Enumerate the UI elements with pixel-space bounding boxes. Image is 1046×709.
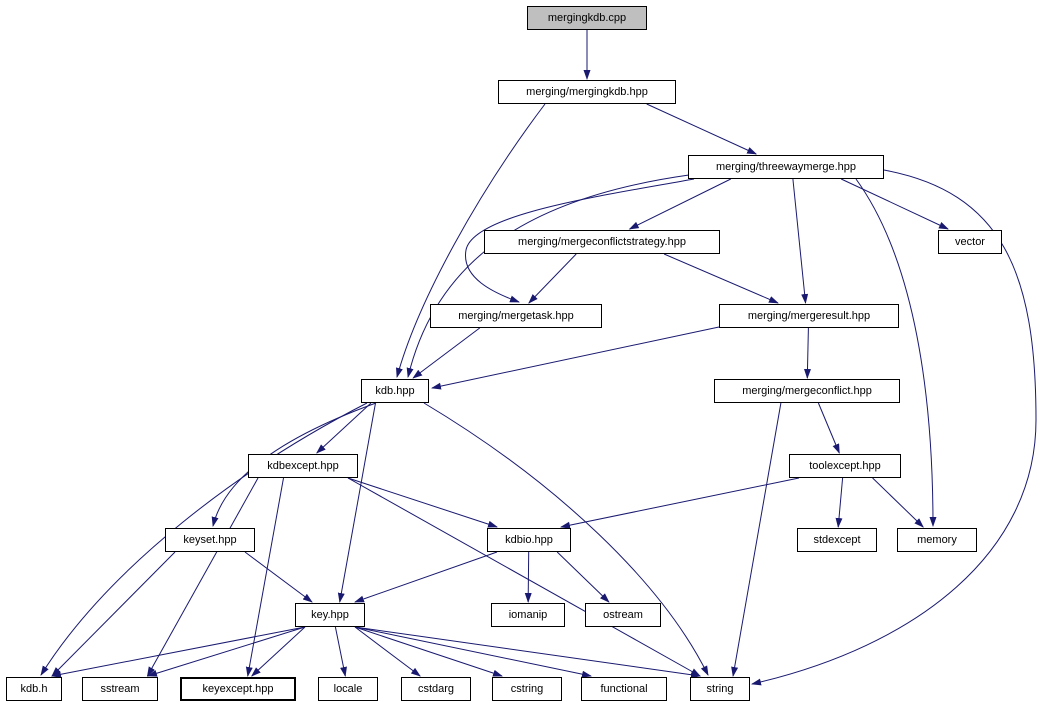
graph-node-cstring: cstring — [492, 677, 562, 701]
include-edge-kdb-hpp--kdb-h — [40, 402, 368, 676]
include-edge-key-hpp--locale — [334, 626, 347, 677]
graph-node-vector: vector — [938, 230, 1002, 254]
include-edge-keyset-hpp--key-hpp — [244, 551, 313, 603]
graph-node-threewaymerge-hpp[interactable]: merging/threewaymerge.hpp — [688, 155, 884, 179]
include-edge-threewaymerge-hpp--vector — [840, 178, 949, 230]
include-edge-mergeconflictstrategy-hpp--mergeresult-hpp — [663, 253, 779, 304]
graph-node-mergingkdb-cpp: mergingkdb.cpp — [527, 6, 647, 30]
graph-node-kdbio-hpp[interactable]: kdbio.hpp — [487, 528, 571, 552]
include-edge-key-hpp--keyexcept-hpp — [251, 626, 306, 677]
graph-node-key-hpp[interactable]: key.hpp — [295, 603, 365, 627]
include-edge-threewaymerge-hpp--kdb-hpp — [406, 174, 690, 378]
include-edge-mergingkdb-hpp--kdb-hpp — [395, 103, 546, 378]
include-edge-kdb-hpp--string — [423, 402, 709, 676]
graph-node-string: string — [690, 677, 750, 701]
graph-node-stdexcept: stdexcept — [797, 528, 877, 552]
graph-node-locale: locale — [318, 677, 378, 701]
graph-node-keyset-hpp[interactable]: keyset.hpp — [165, 528, 255, 552]
include-edge-kdb-hpp--key-hpp — [337, 402, 376, 603]
include-edge-kdb-hpp--kdbexcept-hpp — [316, 402, 372, 454]
include-edge-mergeresult-hpp--mergeconflict-hpp — [803, 327, 811, 379]
graph-node-toolexcept-hpp[interactable]: toolexcept.hpp — [789, 454, 901, 478]
include-edge-mergeconflict-hpp--string — [731, 402, 782, 677]
include-edge-keyset-hpp--kdb-h — [51, 551, 176, 677]
include-edge-threewaymerge-hpp--memory — [855, 178, 937, 527]
graph-node-mergeresult-hpp[interactable]: merging/mergeresult.hpp — [719, 304, 899, 328]
graph-node-functional: functional — [581, 677, 667, 701]
graph-node-kdb-h[interactable]: kdb.h — [6, 677, 62, 701]
include-edge-kdbexcept-hpp--sstream — [146, 477, 259, 677]
graph-node-sstream: sstream — [82, 677, 158, 701]
graph-node-mergingkdb-hpp[interactable]: merging/mergingkdb.hpp — [498, 80, 676, 104]
include-edge-threewaymerge-hpp--mergetask-hpp — [465, 178, 695, 303]
graph-node-kdb-hpp[interactable]: kdb.hpp — [361, 379, 429, 403]
graph-node-cstdarg: cstdarg — [401, 677, 471, 701]
include-edge-key-hpp--sstream — [147, 626, 306, 677]
include-edge-kdbio-hpp--key-hpp — [354, 551, 498, 603]
graph-node-iomanip: iomanip — [491, 603, 565, 627]
include-edge-key-hpp--functional — [354, 626, 592, 678]
include-edge-key-hpp--string — [354, 626, 701, 679]
include-edge-toolexcept-hpp--stdexcept — [835, 477, 844, 528]
include-edge-toolexcept-hpp--memory — [872, 477, 924, 528]
include-edge-kdbexcept-hpp--kdbio-hpp — [347, 477, 498, 528]
graph-node-keyexcept-hpp[interactable]: keyexcept.hpp — [180, 677, 296, 701]
include-edge-mergeconflictstrategy-hpp--mergetask-hpp — [528, 253, 577, 304]
graph-node-kdbexcept-hpp[interactable]: kdbexcept.hpp — [248, 454, 358, 478]
include-edge-kdbexcept-hpp--string — [347, 477, 701, 677]
graph-node-ostream: ostream — [585, 603, 661, 627]
graph-node-mergeconflictstrategy-hpp[interactable]: merging/mergeconflictstrategy.hpp — [484, 230, 720, 254]
include-edge-mergetask-hpp--kdb-hpp — [412, 327, 481, 379]
include-edge-mergeconflict-hpp--toolexcept-hpp — [817, 402, 840, 454]
include-edge-threewaymerge-hpp--mergeconflictstrategy-hpp — [628, 178, 732, 230]
include-edge-mergingkdb-hpp--threewaymerge-hpp — [646, 103, 758, 155]
graph-node-mergeconflict-hpp[interactable]: merging/mergeconflict.hpp — [714, 379, 900, 403]
include-edge-key-hpp--cstdarg — [354, 626, 421, 677]
include-edge-key-hpp--cstring — [354, 626, 503, 677]
graph-node-memory: memory — [897, 528, 977, 552]
include-edge-mergeresult-hpp--kdb-hpp — [431, 326, 720, 390]
include-edge-toolexcept-hpp--kdbio-hpp — [560, 477, 800, 529]
graph-node-mergetask-hpp[interactable]: merging/mergetask.hpp — [430, 304, 602, 328]
include-edge-threewaymerge-hpp--string — [751, 169, 1037, 686]
include-edge-kdbio-hpp--ostream — [556, 551, 610, 603]
include-edge-threewaymerge-hpp--mergeresult-hpp — [792, 178, 809, 304]
include-edge-kdbio-hpp--iomanip — [524, 551, 532, 603]
include-edge-key-hpp--kdb-h — [51, 626, 306, 678]
